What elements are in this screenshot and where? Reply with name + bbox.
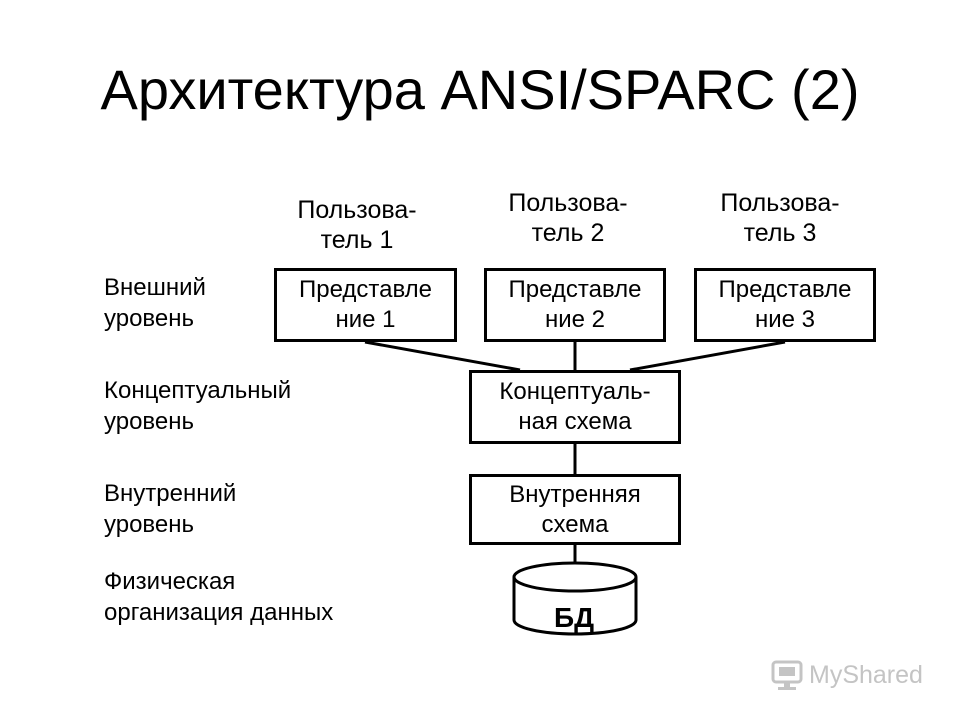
database-label: БД bbox=[553, 602, 595, 633]
level-conceptual-line2: уровень bbox=[104, 408, 195, 435]
level-external-line2: уровень bbox=[104, 305, 195, 332]
user-1-line1: Пользова- bbox=[297, 196, 417, 224]
user-3-line1: Пользова- bbox=[720, 189, 840, 217]
myshared-logo: MyShared bbox=[770, 655, 923, 695]
page-title: Архитектура ANSI/SPARC (2) bbox=[100, 58, 860, 121]
level-physical-line2: организация данных bbox=[104, 599, 334, 626]
internal-schema-line1: Внутренняя bbox=[509, 480, 641, 508]
view-box-2: Представле ние 2 bbox=[484, 268, 666, 342]
level-physical-label: Физическая организация данных bbox=[104, 566, 333, 628]
user-2-line1: Пользова- bbox=[508, 189, 628, 217]
user-3-label: Пользова- тель 3 bbox=[705, 188, 855, 248]
conceptual-schema-line1: Концептуаль- bbox=[499, 378, 651, 405]
view-1-line2: ние 1 bbox=[335, 306, 396, 333]
user-1-line2: тель 1 bbox=[320, 226, 394, 254]
monitor-icon bbox=[771, 660, 803, 690]
user-2-label: Пользова- тель 2 bbox=[493, 188, 643, 248]
user-1-label: Пользова- тель 1 bbox=[282, 195, 432, 255]
view-2-line2: ние 2 bbox=[544, 306, 606, 333]
internal-schema-box: Внутренняя схема bbox=[469, 474, 681, 545]
level-physical-line1: Физическая bbox=[104, 568, 236, 595]
view-box-3: Представле ние 3 bbox=[694, 268, 876, 342]
user-3-line2: тель 3 bbox=[743, 219, 817, 247]
level-internal-line2: уровень bbox=[104, 511, 195, 538]
user-2-line2: тель 2 bbox=[531, 219, 605, 247]
level-internal-line1: Внутренний bbox=[104, 480, 237, 507]
level-conceptual-line1: Концептуальный bbox=[104, 377, 292, 404]
connector-view3-conceptual bbox=[629, 340, 786, 372]
internal-schema-line2: схема bbox=[541, 510, 609, 538]
level-internal-label: Внутренний уровень bbox=[104, 478, 236, 540]
view-3-line2: ние 3 bbox=[754, 306, 816, 333]
level-external-line1: Внешний bbox=[104, 274, 206, 301]
view-box-1: Представле ние 1 bbox=[274, 268, 457, 342]
watermark-text: MyShared bbox=[809, 660, 923, 689]
view-1-line1: Представле bbox=[298, 276, 433, 303]
level-external-label: Внешний уровень bbox=[104, 272, 206, 334]
conceptual-schema-line2: ная схема bbox=[518, 408, 632, 435]
view-2-line1: Представле bbox=[508, 276, 642, 303]
level-conceptual-label: Концептуальный уровень bbox=[104, 375, 291, 437]
conceptual-schema-box: Концептуаль- ная схема bbox=[469, 370, 681, 444]
database-cylinder-icon bbox=[512, 561, 638, 636]
connector-view1-conceptual bbox=[364, 340, 521, 372]
view-3-line1: Представле bbox=[718, 276, 852, 303]
